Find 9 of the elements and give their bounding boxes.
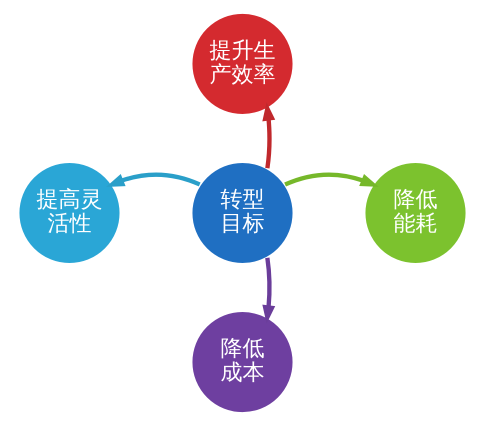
node-circle: 提升生产效率 xyxy=(190,12,295,116)
arrow xyxy=(106,172,201,187)
node-circle: 提高灵活性 xyxy=(17,160,122,266)
node-circle: 降低成本 xyxy=(190,310,295,414)
arrow xyxy=(262,102,276,168)
arrow xyxy=(284,172,379,187)
node-circle: 降低能耗 xyxy=(363,160,468,266)
node-circle: 转型目标 xyxy=(190,160,295,266)
arrow xyxy=(262,257,276,324)
